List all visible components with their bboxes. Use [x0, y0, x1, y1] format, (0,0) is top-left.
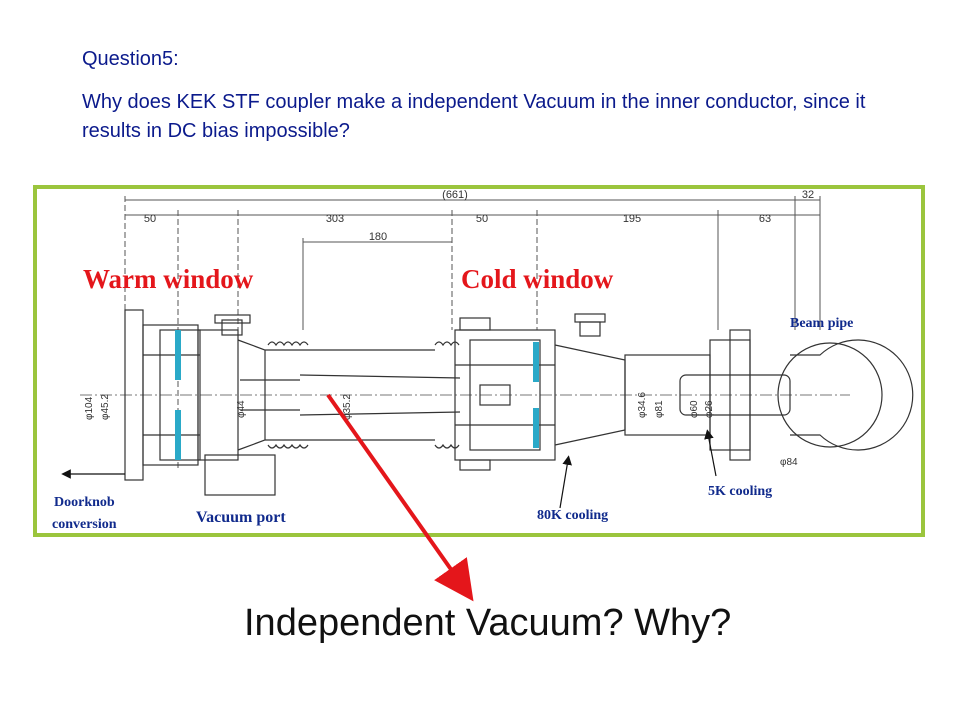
dimension-lines: [124, 196, 821, 470]
cold-window-ceramic-bottom: [533, 408, 539, 448]
warm-window-ceramic-top: [175, 330, 181, 380]
dim-phi45-2: φ45.2: [100, 394, 111, 420]
question-title: Question5:: [82, 48, 179, 70]
cooling-80k-arrow: [559, 455, 572, 509]
dim-180: 180: [369, 231, 387, 243]
label-80k-cooling: 80K cooling: [537, 508, 609, 523]
warm-window-section: [124, 309, 276, 496]
dim-phi35-2: φ35.2: [342, 394, 353, 420]
label-vacuum-port: Vacuum port: [196, 509, 286, 526]
dim-50a: 50: [144, 213, 156, 225]
bottom-question: Independent Vacuum? Why?: [244, 602, 732, 644]
dim-303: 303: [326, 213, 344, 225]
cold-window-section: [454, 313, 626, 471]
dim-50b: 50: [476, 213, 488, 225]
label-cold-window: Cold window: [461, 264, 614, 294]
question-body: Why does KEK STF coupler make a independ…: [82, 91, 866, 142]
independent-vacuum-arrow: [326, 393, 474, 602]
label-beam-pipe: Beam pipe: [790, 316, 854, 331]
dim-phi60: φ60: [689, 400, 700, 418]
label-doorknob: Doorknob: [54, 495, 115, 510]
dim-phi81: φ81: [654, 400, 665, 418]
diagram-frame: [33, 185, 925, 537]
dim-63: 63: [759, 213, 771, 225]
dim-phi44: φ44: [236, 400, 247, 418]
dim-phi104: φ104: [84, 396, 95, 420]
cooling-5k-arrow: [704, 429, 717, 477]
dim-32: 32: [802, 189, 814, 201]
dim-phi34-6: φ34.6: [637, 392, 648, 418]
label-conversion: conversion: [52, 517, 117, 532]
dim-195: 195: [623, 213, 641, 225]
label-warm-window: Warm window: [83, 264, 254, 294]
dim-phi26: φ26: [704, 400, 715, 418]
antenna-beam-pipe: [624, 329, 914, 461]
label-5k-cooling: 5K cooling: [708, 484, 773, 499]
dim-phi84: φ84: [780, 457, 798, 468]
dim-total: (661): [442, 189, 468, 201]
cold-window-ceramic-top: [533, 342, 539, 382]
outer-conductor: [240, 341, 461, 449]
warm-window-ceramic-bottom: [175, 410, 181, 460]
